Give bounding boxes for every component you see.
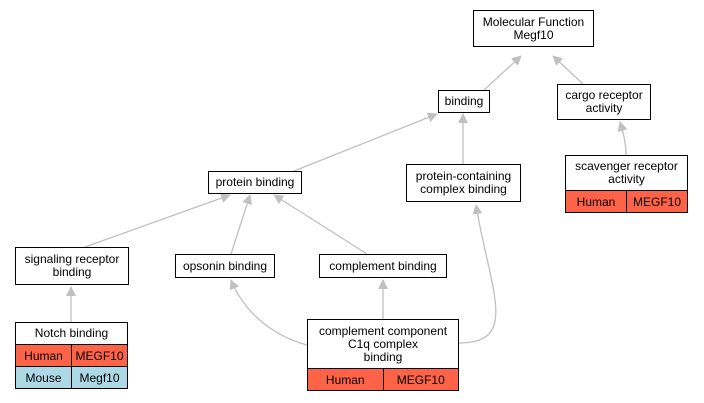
- gene-cell: Megf10: [71, 367, 127, 388]
- node-label: opsonin binding: [182, 258, 268, 273]
- node-label: cargo receptor activity: [565, 88, 643, 115]
- edge-cargo-receptor-to-molecular-function: [552, 55, 584, 85]
- gene-cell: MEGF10: [71, 345, 127, 366]
- edge-c1q-to-protein-complex: [458, 204, 497, 344]
- node-complement-binding[interactable]: complement binding: [319, 254, 447, 278]
- species-cell: Human: [24, 348, 63, 363]
- gene-cell: MEGF10: [626, 191, 687, 212]
- edge-c1q-to-opsonin: [229, 279, 308, 346]
- node-binding[interactable]: binding: [438, 90, 490, 113]
- edge-opsonin-to-protein-binding: [230, 194, 253, 255]
- node-c1q-complex-binding[interactable]: complement component C1q complex binding…: [307, 319, 459, 391]
- gene-cell: MEGF10: [382, 369, 459, 390]
- node-label: protein-containing complex binding: [415, 169, 512, 196]
- edge-signaling-receptor-to-protein-binding: [84, 193, 231, 248]
- node-label: complement binding: [329, 258, 437, 273]
- node-notch-binding[interactable]: Notch binding Human MEGF10 Mouse Megf10: [15, 322, 128, 389]
- node-signaling-receptor-binding[interactable]: signaling receptor binding: [15, 247, 129, 285]
- node-label: scavenger receptor activity: [575, 159, 678, 186]
- node-opsonin-binding[interactable]: opsonin binding: [175, 254, 275, 278]
- node-label: complement component C1q complex binding: [318, 323, 448, 364]
- annotation-row: Human MEGF10: [16, 344, 127, 366]
- species-cell: Human: [576, 194, 616, 209]
- edge-binding-to-molecular-function: [483, 55, 522, 91]
- node-label: protein binding: [215, 175, 295, 189]
- node-label: Molecular Function Megf10: [482, 14, 585, 42]
- species-cell: Mouse: [25, 370, 62, 385]
- annotation-row: Human MEGF10: [308, 368, 458, 390]
- node-label: Notch binding: [34, 326, 109, 340]
- node-molecular-function[interactable]: Molecular Function Megf10: [473, 10, 594, 47]
- annotation-row: Mouse Megf10: [16, 366, 127, 388]
- edge-scavenger-to-cargo-receptor: [617, 121, 628, 156]
- node-protein-containing-complex-binding[interactable]: protein-containing complex binding: [406, 164, 521, 202]
- edge-protein-binding-to-binding: [293, 112, 438, 172]
- node-protein-binding[interactable]: protein binding: [208, 171, 302, 194]
- node-cargo-receptor-activity[interactable]: cargo receptor activity: [557, 84, 651, 120]
- node-label: signaling receptor binding: [24, 252, 120, 279]
- edge-complement-binding-to-protein-binding: [273, 194, 368, 255]
- annotation-row: Human MEGF10: [566, 190, 687, 212]
- node-scavenger-receptor-activity[interactable]: scavenger receptor activity Human MEGF10: [565, 155, 688, 213]
- species-cell: Human: [325, 372, 365, 387]
- node-label: binding: [444, 94, 484, 108]
